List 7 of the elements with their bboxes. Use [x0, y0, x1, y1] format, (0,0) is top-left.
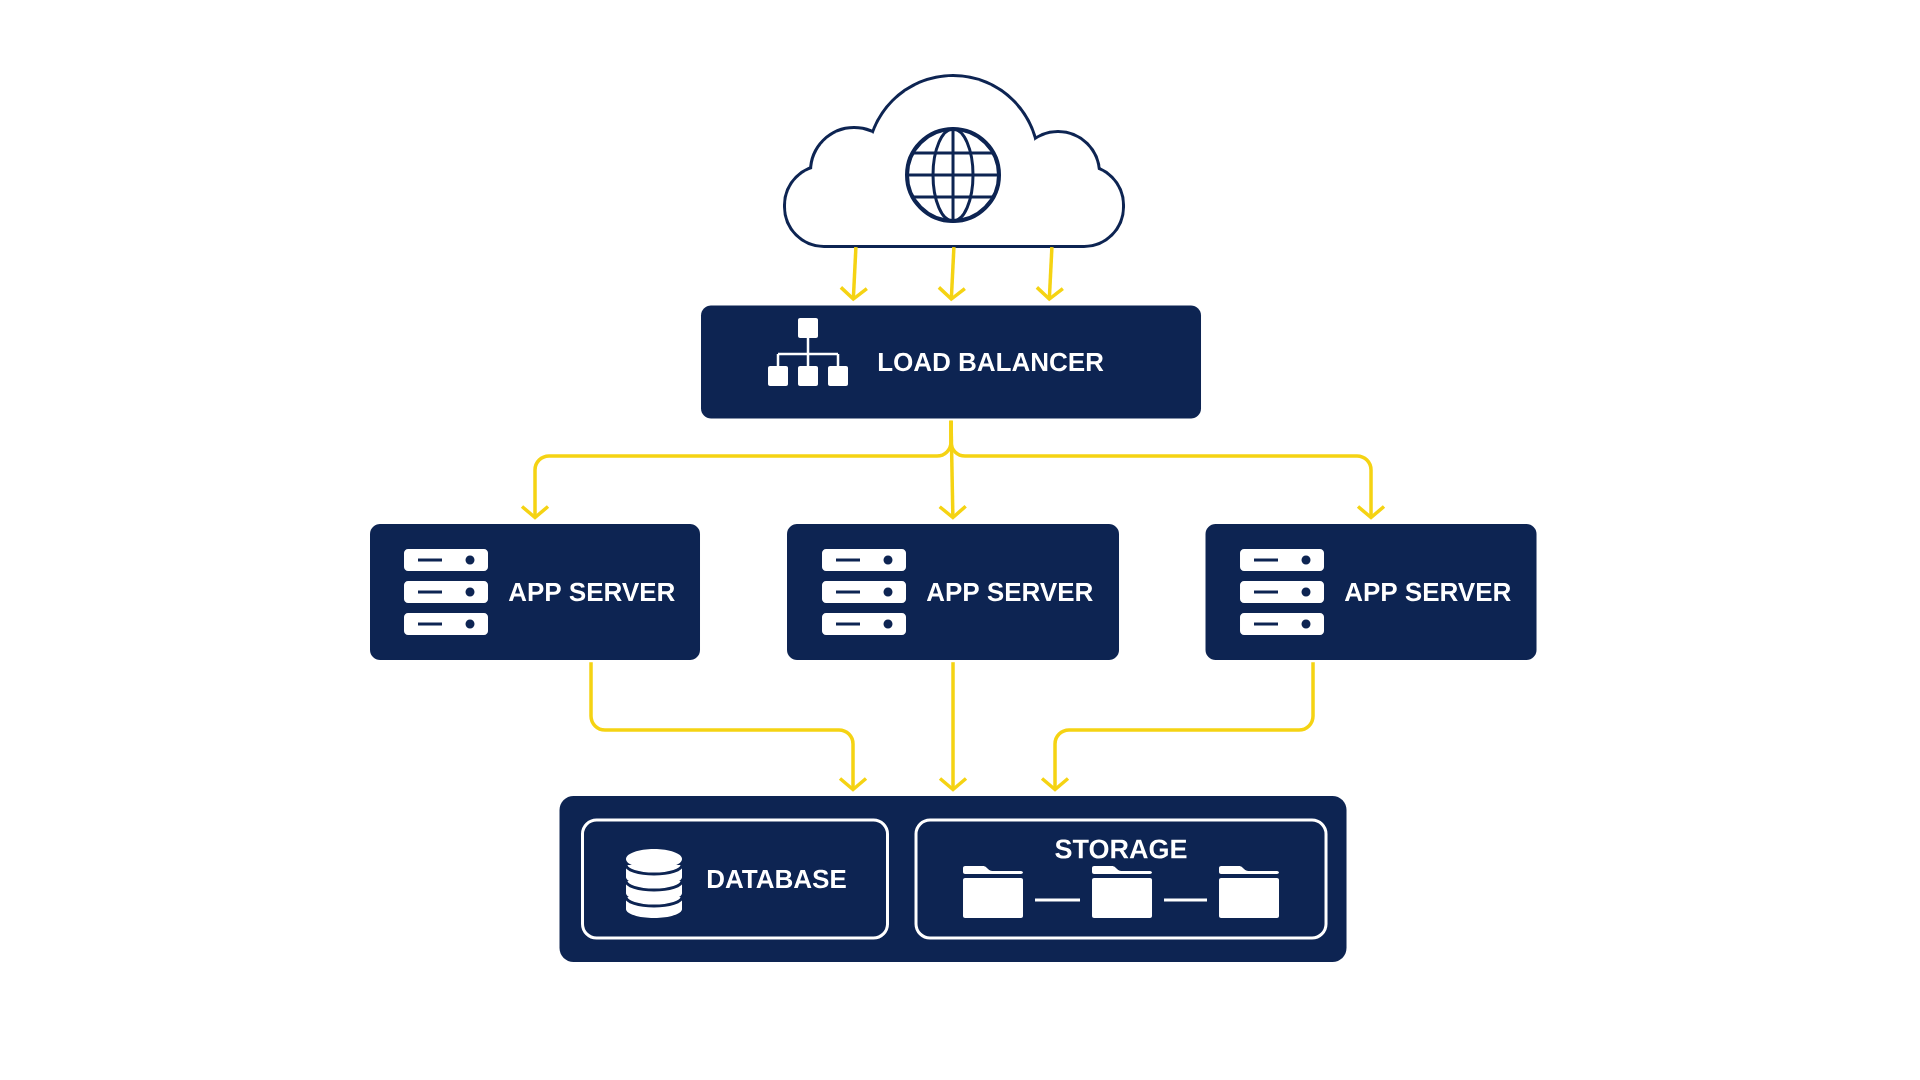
- cloud-drawing: [783, 74, 1125, 248]
- arrow: [589, 662, 868, 792]
- arrow: [938, 662, 968, 792]
- arrow: [1040, 662, 1315, 792]
- arrow: [949, 420, 1386, 520]
- database-box: DATABASE: [581, 818, 889, 940]
- load-balancer-box: LOAD BALANCER: [701, 305, 1201, 419]
